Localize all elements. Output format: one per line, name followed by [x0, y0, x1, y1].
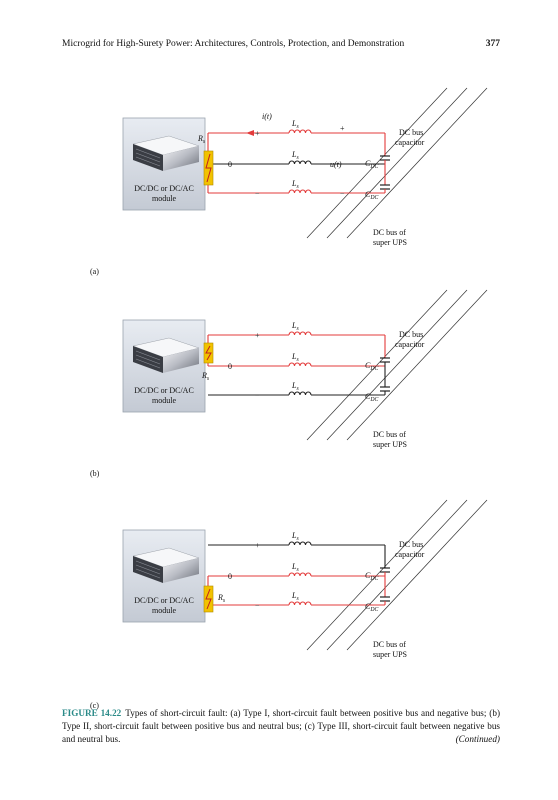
bus-diagonal-line	[346, 289, 488, 441]
server-side	[163, 348, 199, 373]
panel-tag: (a)	[90, 267, 99, 276]
inductor-coil	[288, 362, 312, 367]
caption-continued: (Continued)	[455, 734, 500, 745]
server-slot	[135, 358, 161, 369]
fault-bolt-icon	[205, 153, 212, 183]
inductor-label: Ls	[291, 119, 299, 130]
inductor-coil	[288, 572, 312, 577]
server-slot	[135, 156, 161, 167]
server-slot	[135, 354, 161, 365]
inductor-coil	[288, 189, 312, 194]
bus-diagonal-line	[326, 499, 468, 651]
bus-diagonal-line	[346, 87, 488, 239]
dcbus-ups-label: super UPS	[373, 238, 407, 247]
polarity-minus: −	[255, 189, 260, 198]
server-slot	[135, 350, 161, 361]
running-title: Microgrid for High-Surety Power: Archite…	[62, 39, 405, 49]
polarity-minus: −	[255, 601, 260, 610]
module-label: DC/DC or DC/AC	[134, 386, 194, 395]
polarity-zero: 0	[228, 572, 232, 581]
module-label: module	[152, 396, 176, 405]
dcbus-capacitor-label: capacitor	[395, 138, 425, 147]
capacitor-label: CDC	[365, 159, 378, 170]
module-label: DC/DC or DC/AC	[134, 596, 194, 605]
dcbus-capacitor-label: capacitor	[395, 550, 425, 559]
dcbus-ups-label: DC bus of	[373, 430, 406, 439]
dcbus-capacitor-label: DC bus	[399, 540, 423, 549]
bus-diagonal-line	[326, 289, 468, 441]
fault-resistance-label: Rs	[201, 371, 210, 382]
bus-diagonal-line	[306, 499, 448, 651]
inductor-label: Ls	[291, 352, 299, 363]
capacitor-label: CDC	[365, 571, 378, 582]
capacitor-label: CDC	[365, 190, 378, 201]
dcbus-ups-label: super UPS	[373, 440, 407, 449]
inductor-coil	[288, 160, 312, 165]
dcbus-ups-label: super UPS	[373, 650, 407, 659]
inductor-label: Ls	[291, 321, 299, 332]
inductor-coil	[288, 391, 312, 396]
page-number: 377	[485, 39, 500, 49]
inductor-coil	[288, 129, 312, 134]
polarity-plus: +	[255, 331, 260, 340]
polarity-plus: +	[255, 129, 260, 138]
panel-tag: (b)	[90, 469, 100, 478]
voltage-label: u(t)	[330, 160, 342, 169]
current-arrow-icon	[246, 130, 254, 136]
server-side	[163, 146, 199, 171]
module-label: module	[152, 194, 176, 203]
polarity-minus: −	[255, 391, 260, 400]
fault-resistance-label: Rs	[217, 593, 226, 604]
fault-bolt-icon	[205, 588, 212, 610]
dcbus-ups-label: DC bus of	[373, 640, 406, 649]
inductor-label: Ls	[291, 179, 299, 190]
server-slot	[135, 152, 161, 163]
dcbus-ups-label: DC bus of	[373, 228, 406, 237]
inductor-coil	[288, 541, 312, 546]
polarity-plus: +	[255, 541, 260, 550]
inductor-label: Ls	[291, 591, 299, 602]
current-label: i(t)	[262, 112, 272, 121]
inductor-label: Ls	[291, 150, 299, 161]
capacitor-label: CDC	[365, 602, 378, 613]
inductor-label: Ls	[291, 562, 299, 573]
server-slot	[135, 568, 161, 579]
capacitor-label: CDC	[365, 361, 378, 372]
inductor-coil	[288, 331, 312, 336]
module-label: DC/DC or DC/AC	[134, 184, 194, 193]
server-slot	[135, 148, 161, 159]
voltage-minus: −	[340, 189, 345, 198]
bus-diagonal-line	[326, 87, 468, 239]
bus-diagonal-line	[346, 499, 488, 651]
bus-diagonal-line	[306, 289, 448, 441]
inductor-coil	[288, 601, 312, 606]
bus-diagonal-line	[306, 87, 448, 239]
inductor-label: Ls	[291, 531, 299, 542]
server-side	[163, 558, 199, 583]
polarity-zero: 0	[228, 160, 232, 169]
fault-resistance-label: Rs	[197, 134, 206, 145]
fault-bolt-icon	[205, 345, 212, 361]
dcbus-capacitor-label: DC bus	[399, 330, 423, 339]
panel-tag: (c)	[90, 701, 99, 710]
module-label: module	[152, 606, 176, 615]
voltage-plus: +	[340, 124, 345, 133]
dcbus-capacitor-label: capacitor	[395, 340, 425, 349]
caption-text: Types of short-circuit fault: (a) Type I…	[62, 708, 501, 745]
server-slot	[135, 560, 161, 571]
capacitor-label: CDC	[365, 392, 378, 403]
inductor-label: Ls	[291, 381, 299, 392]
caption-label: FIGURE 14.22	[62, 708, 122, 718]
polarity-zero: 0	[228, 362, 232, 371]
dcbus-capacitor-label: DC bus	[399, 128, 423, 137]
server-slot	[135, 564, 161, 575]
